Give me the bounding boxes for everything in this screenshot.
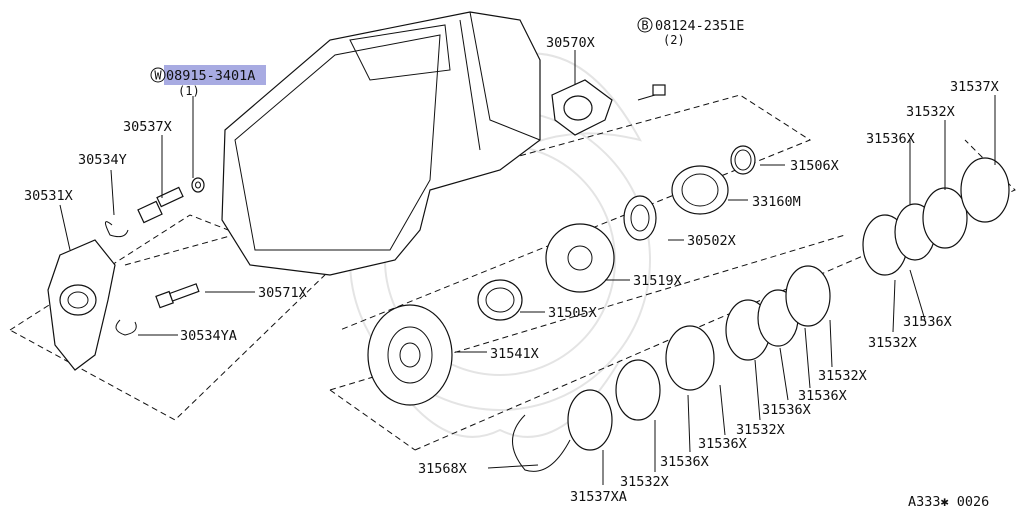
- label-08124-2351E: 08124-2351E: [655, 18, 744, 34]
- label-08915-3401A: 08915-3401A: [166, 68, 255, 84]
- plug: [137, 186, 184, 224]
- flange: [551, 79, 613, 136]
- clutch-drum: [367, 304, 453, 406]
- snap-ring-left: [105, 221, 129, 238]
- washer: [191, 177, 205, 193]
- snap-ring: [512, 414, 571, 472]
- label-31532X-mid2: 31532X: [736, 422, 785, 438]
- label-31532X-right: 31532X: [868, 335, 917, 351]
- diagram-code: A333✱ 0026: [908, 494, 989, 510]
- prefix-w: W: [154, 69, 162, 83]
- label-31536X-top: 31536X: [866, 131, 915, 147]
- highlight-box: [164, 65, 266, 85]
- label-30531X: 30531X: [24, 188, 73, 204]
- ball-bearing: [671, 165, 729, 215]
- leader-lines: [59, 50, 996, 485]
- label-31536X-mid3: 31536X: [698, 436, 747, 452]
- snap-ring-lower: [115, 319, 137, 336]
- plug-lower: [155, 281, 201, 309]
- clutch-plates: [567, 157, 1010, 451]
- label-31532X-bottom: 31532X: [620, 474, 669, 490]
- hub: [545, 223, 615, 293]
- label-31536X-bottom: 31536X: [660, 454, 709, 470]
- label-31532X-top: 31532X: [906, 104, 955, 120]
- circled-prefixes: W B: [150, 17, 653, 83]
- label-30534YA: 30534YA: [180, 328, 237, 344]
- label-31506X: 31506X: [790, 158, 839, 174]
- prefix-b: B: [641, 19, 648, 33]
- label-31568X: 31568X: [418, 461, 467, 477]
- qty-08124-2351E: (2): [663, 33, 685, 47]
- transfer-case-housing: [221, 11, 541, 276]
- flange-bolt: [637, 84, 666, 101]
- label-31505X: 31505X: [548, 305, 597, 321]
- seal-ring: [730, 145, 756, 175]
- label-30570X: 30570X: [546, 35, 595, 51]
- label-31536X-mid2: 31536X: [762, 402, 811, 418]
- label-31536X-right: 31536X: [903, 314, 952, 330]
- label-33160M: 33160M: [752, 194, 801, 210]
- label-31537X-top: 31537X: [950, 79, 999, 95]
- label-31541X: 31541X: [490, 346, 539, 362]
- label-30534Y: 30534Y: [78, 152, 127, 168]
- label-30537X: 30537X: [123, 119, 172, 135]
- spring: [477, 279, 523, 321]
- label-31532X-mid: 31532X: [818, 368, 867, 384]
- qty-08915-3401A: (1): [178, 84, 200, 98]
- label-30502X: 30502X: [687, 233, 736, 249]
- part-labels: 08915-3401A (1) 30570X 08124-2351E (2) 3…: [24, 18, 999, 505]
- label-31537XA: 31537XA: [570, 489, 627, 505]
- rear-cover-plate: [47, 239, 116, 371]
- label-31536X-mid1: 31536X: [798, 388, 847, 404]
- label-30571X: 30571X: [258, 285, 307, 301]
- label-31519X: 31519X: [633, 273, 682, 289]
- bearing: [623, 195, 657, 241]
